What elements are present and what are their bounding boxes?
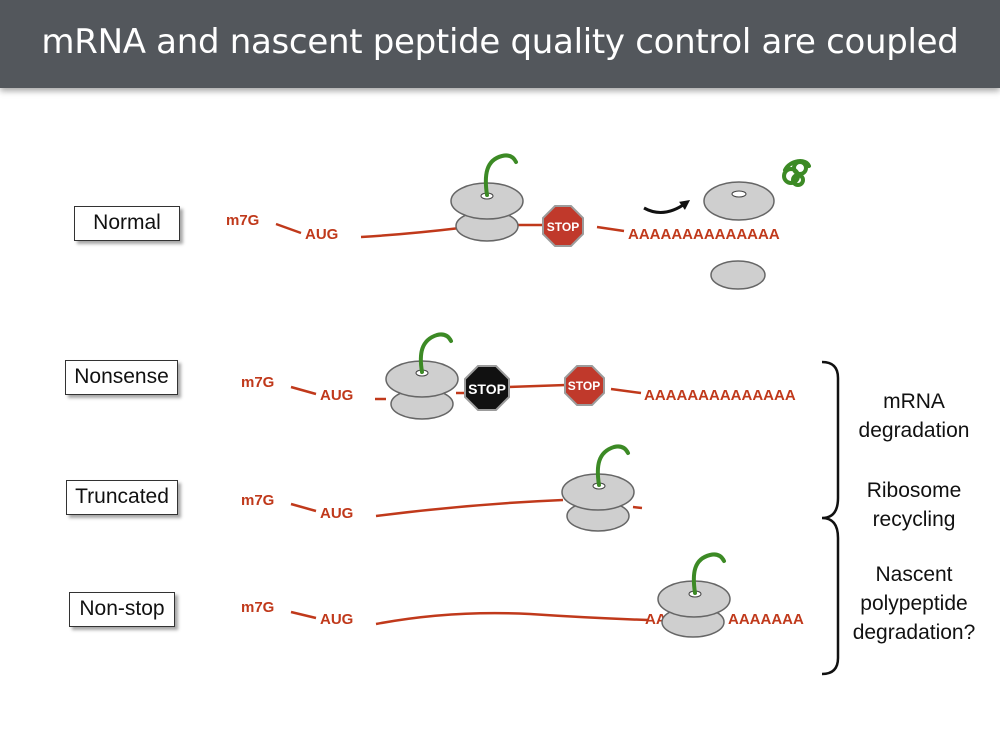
label-non-stop: Non-stop [69, 592, 175, 627]
nascent-peptide [418, 332, 453, 374]
row-normal: m7G AUG AAAAAAAAAAAAAA STOP [226, 153, 811, 290]
exit-tunnel [731, 190, 747, 198]
label-truncated: Truncated [66, 480, 178, 515]
cap-label: m7G [226, 212, 259, 229]
mrna-line [375, 611, 649, 626]
stop-octagon [542, 205, 584, 247]
nascent-peptide [595, 444, 630, 487]
mrna-line [610, 387, 642, 395]
mrna-line [290, 385, 317, 396]
outcome-text: Ribosome recycling [866, 479, 962, 531]
stop-sign-red: STOP [564, 365, 605, 406]
recycle-arrow [643, 200, 691, 214]
start-codon-label: AUG [320, 387, 353, 404]
outcome-polypeptide-degradation: Nascent polypeptide degradation? [829, 560, 999, 647]
mrna-line [360, 226, 461, 239]
row-nonsense: m7G AUG AAAAAAAAAAAAAA STOP STOP [241, 332, 796, 420]
ribosome [385, 332, 459, 420]
label-nonsense: Nonsense [65, 360, 178, 395]
label-normal: Normal [74, 206, 180, 241]
polya-tail-partial: AAAAAAA [728, 611, 804, 628]
start-codon-label: AUG [320, 611, 353, 628]
start-codon-label: AUG [320, 505, 353, 522]
mrna-line [290, 610, 317, 620]
stop-octagon [464, 365, 510, 411]
polya-tail: AAAAAAAAAAAAAA [628, 226, 780, 243]
outcome-text: mRNA degradation [858, 390, 970, 442]
mrna-line [290, 502, 317, 513]
mrna-line [275, 222, 302, 235]
ribosome [561, 444, 635, 532]
mrna-line [375, 498, 564, 518]
row-truncated: m7G AUG [241, 444, 643, 532]
polya-tail: AAAAAAAAAAAAAA [644, 387, 796, 404]
ribosome [657, 552, 731, 638]
outcome-text: Nascent polypeptide degradation? [852, 563, 976, 644]
nascent-peptide [691, 552, 726, 595]
outcome-mrna-degradation: mRNA degradation [829, 387, 999, 445]
folded-protein [782, 159, 811, 187]
stop-sign-black: STOP [464, 365, 510, 411]
polya-tail-partial: AA [645, 611, 667, 628]
stop-text: STOP [568, 379, 600, 393]
stop-text: STOP [547, 220, 579, 234]
cap-label: m7G [241, 492, 274, 509]
row-non-stop: m7G AUG AA AAAAAAA [241, 552, 804, 638]
cap-label: m7G [241, 374, 274, 391]
released-small-subunit [710, 260, 766, 290]
page-title: mRNA and nascent peptide quality control… [41, 22, 959, 62]
title-bar [0, 0, 1000, 88]
cap-label: m7G [241, 599, 274, 616]
start-codon-label: AUG [305, 226, 338, 243]
stop-sign-red: STOP [542, 205, 584, 247]
released-large-subunit [703, 181, 775, 221]
mrna-line [596, 225, 625, 233]
nascent-peptide [483, 153, 518, 197]
stop-text: STOP [468, 381, 506, 397]
ribosome [450, 153, 524, 242]
outcome-ribosome-recycling: Ribosome recycling [829, 476, 999, 534]
mrna-line [632, 505, 643, 510]
stop-octagon [564, 365, 605, 406]
mrna-line [507, 383, 567, 389]
grouping-brace [821, 360, 840, 676]
